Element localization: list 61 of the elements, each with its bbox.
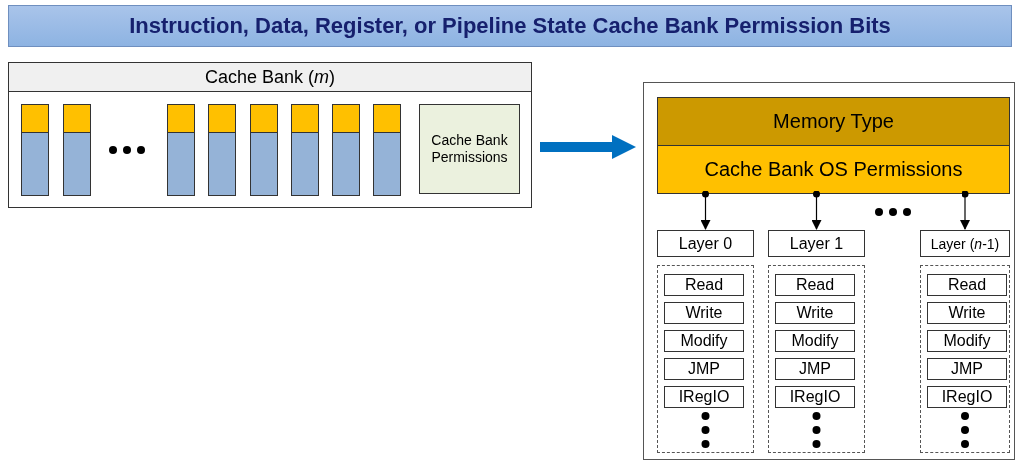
- permissions-box: [419, 104, 520, 194]
- permission-bit-box: [927, 358, 1007, 380]
- permission-label: Write: [685, 304, 723, 322]
- cache-line-bar: [250, 104, 278, 196]
- permission-bit-box: [775, 386, 855, 408]
- layer-box: [768, 230, 865, 257]
- cache-line-bar: [291, 104, 319, 196]
- permission-label: Modify: [943, 332, 991, 350]
- permission-label: Modify: [791, 332, 839, 350]
- layer-box: [657, 230, 754, 257]
- permission-bit-box: [775, 274, 855, 296]
- permission-bit-box: [664, 358, 744, 380]
- band-label: Memory Type: [773, 110, 894, 133]
- band-label: Cache Bank OS Permissions: [704, 158, 963, 181]
- cache-line-bar: [332, 104, 360, 196]
- permission-label: Read: [795, 276, 835, 294]
- permission-bit-box: [775, 330, 855, 352]
- permission-label: IRegIO: [941, 388, 993, 406]
- permission-bit-box: [927, 274, 1007, 296]
- permission-label: JMP: [951, 360, 983, 378]
- permission-bit-box: [664, 302, 744, 324]
- arrow: [700, 190, 711, 230]
- permission-bit-box: [775, 302, 855, 324]
- cache-line-bar: [167, 104, 195, 196]
- permission-label: JMP: [688, 360, 720, 378]
- arrow: [960, 190, 970, 230]
- layer-label: Layer (n-1): [930, 235, 1000, 252]
- block-arrow: [540, 135, 636, 159]
- permission-bit-box: [664, 274, 744, 296]
- permission-group: [657, 265, 754, 453]
- memory-type-band: [657, 97, 1010, 146]
- permission-label: Read: [947, 276, 987, 294]
- layer-label: Layer 0: [678, 234, 733, 253]
- permission-bit-box: [775, 358, 855, 380]
- permission-label: Write: [948, 304, 986, 322]
- permission-label: IRegIO: [678, 388, 730, 406]
- layer-label: Layer 1: [789, 234, 844, 253]
- permission-group: [920, 265, 1010, 453]
- layer-box: [920, 230, 1010, 257]
- cache-line-bar: [63, 104, 91, 196]
- permission-label: IRegIO: [789, 388, 841, 406]
- permission-bit-box: [664, 330, 744, 352]
- cache-line-bar: [373, 104, 401, 196]
- permission-bit-box: [927, 330, 1007, 352]
- os-permissions-band: [657, 146, 1010, 194]
- permission-bit-box: [927, 386, 1007, 408]
- permission-label: JMP: [799, 360, 831, 378]
- permission-label: Read: [684, 276, 724, 294]
- cache-bank-box: [8, 62, 532, 208]
- permission-panel: [643, 82, 1015, 460]
- permission-label: Modify: [680, 332, 728, 350]
- permission-label: Write: [796, 304, 834, 322]
- permission-group: [768, 265, 865, 453]
- permission-bit-box: [927, 302, 1007, 324]
- title-banner: Instruction, Data, Register, or Pipeline State Cache Bank Permission Bits: [8, 5, 1012, 47]
- cache-bank-heading: Cache Bank (m): [9, 63, 531, 92]
- cache-line-bar: [21, 104, 49, 196]
- permission-bit-box: [664, 386, 744, 408]
- arrow: [811, 190, 822, 230]
- permissions-label: Cache Bank Permissions: [430, 131, 509, 167]
- cache-line-bar: [208, 104, 236, 196]
